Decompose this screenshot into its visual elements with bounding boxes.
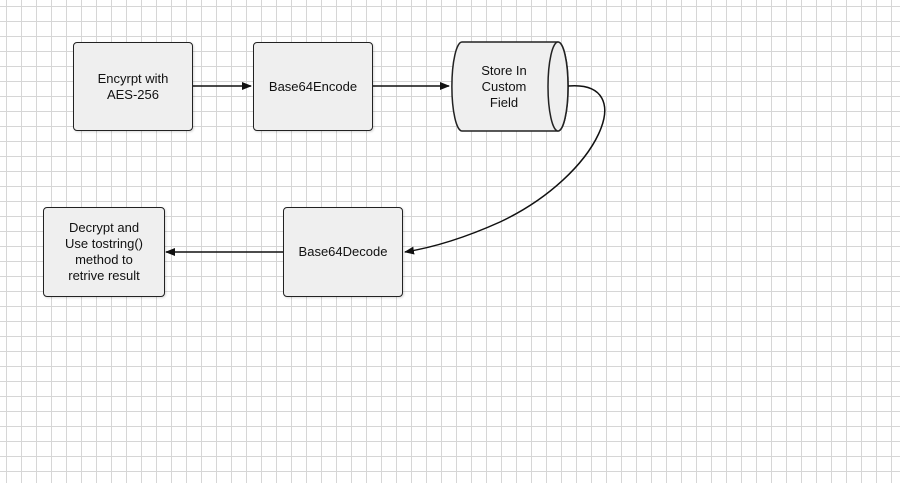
store-cylinder-shape xyxy=(451,41,569,132)
node-base64-encode: Base64Encode xyxy=(253,42,373,131)
node-base64-decode: Base64Decode xyxy=(283,207,403,297)
node-decrypt: Decrypt and Use tostring() method to ret… xyxy=(43,207,165,297)
node-store-label: Store In Custom Field xyxy=(481,62,527,110)
edge-store-to-decode xyxy=(404,85,606,255)
node-encrypt: Encyrpt with AES-256 xyxy=(73,42,193,131)
